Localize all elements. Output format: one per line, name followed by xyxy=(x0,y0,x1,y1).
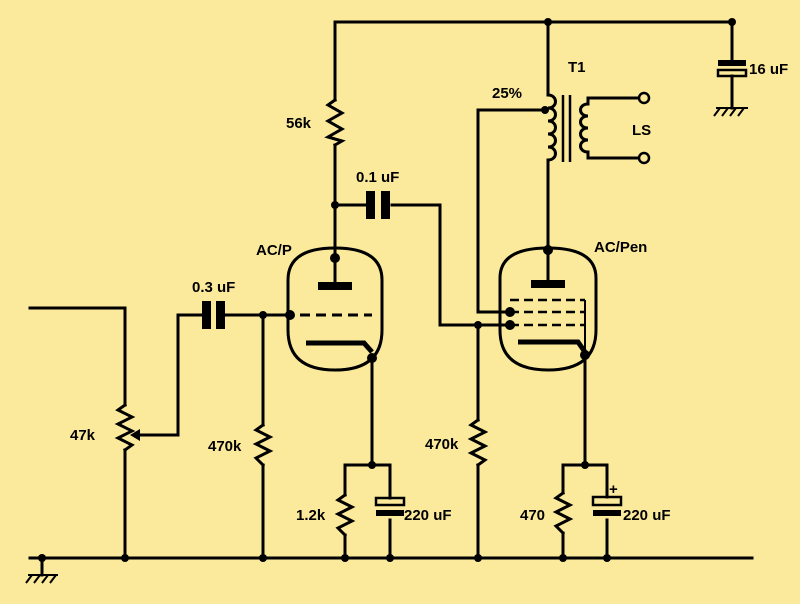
label-0.3uf: 0.3 uF xyxy=(192,279,235,296)
label-polarity-plus: + xyxy=(609,481,618,498)
label-ls: LS xyxy=(632,122,651,139)
label-470-cathode2: 470 xyxy=(520,507,545,524)
label-acp: AC/P xyxy=(256,242,292,259)
speaker-terminals xyxy=(637,91,651,165)
capacitor-220uf-1 xyxy=(374,496,406,516)
ground-symbol-main xyxy=(25,574,58,584)
resistor-470-cathode2 xyxy=(552,490,574,536)
wiring xyxy=(28,20,754,577)
capacitor-0.1uf xyxy=(366,191,390,219)
label-470k-grid1: 470k xyxy=(208,438,242,455)
label-1.2k: 1.2k xyxy=(296,507,326,524)
label-0.1uf: 0.1 uF xyxy=(356,169,399,186)
ground-symbol-supply xyxy=(713,107,748,117)
output-transformer xyxy=(546,93,590,162)
tube-acpen xyxy=(498,246,598,372)
label-220uf-1: 220 uF xyxy=(404,507,452,524)
label-56k: 56k xyxy=(286,115,312,132)
label-47k: 47k xyxy=(70,427,96,444)
capacitor-0.3uf xyxy=(202,301,225,329)
label-470k-grid2: 470k xyxy=(425,436,459,453)
label-acpen: AC/Pen xyxy=(594,239,647,256)
resistor-470k-grid2 xyxy=(467,417,489,468)
junction-dots xyxy=(38,18,736,562)
label-t1: T1 xyxy=(568,59,586,76)
capacitor-16uf xyxy=(716,60,748,78)
label-220uf-2: 220 uF xyxy=(623,507,671,524)
resistor-470k-grid1 xyxy=(252,422,274,468)
label-tap-25: 25% xyxy=(492,85,522,102)
resistor-56k xyxy=(324,97,346,148)
tube-acp xyxy=(286,246,384,372)
label-16uf: 16 uF xyxy=(749,61,788,78)
potentiometer-47k xyxy=(114,402,167,453)
capacitor-220uf-2 xyxy=(591,495,623,516)
resistor-1.2k xyxy=(334,492,356,538)
